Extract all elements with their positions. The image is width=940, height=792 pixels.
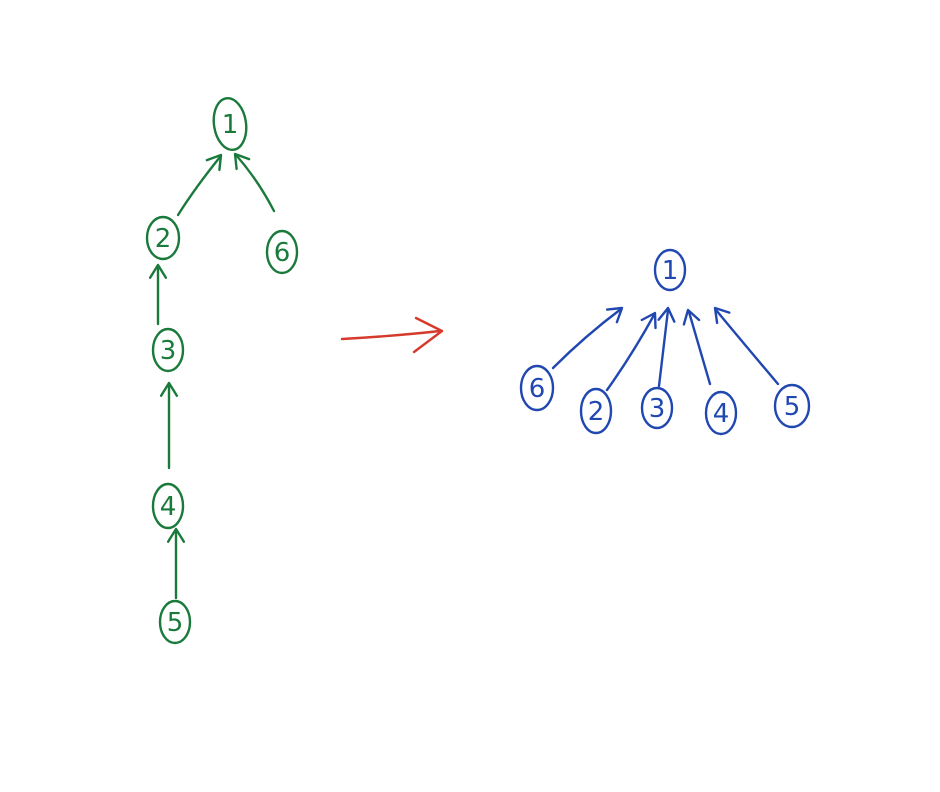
node-label: 3 — [649, 394, 666, 424]
node-4: 4 — [704, 390, 738, 436]
arrowhead-m5-to-m1 — [713, 306, 731, 325]
node-3: 3 — [640, 386, 674, 430]
node-circle — [519, 364, 555, 412]
node-circle — [151, 327, 185, 373]
node-label: 4 — [160, 492, 177, 522]
node-circle — [653, 248, 687, 292]
node-1: 1 — [653, 248, 687, 292]
node-label: 6 — [274, 238, 291, 268]
node-circle — [640, 386, 674, 430]
node-label: 1 — [662, 256, 679, 286]
node-circle — [145, 215, 181, 261]
node-circle — [158, 599, 192, 645]
node-label: 2 — [155, 224, 172, 254]
node-2: 2 — [579, 387, 613, 435]
transition-arrow-shaft — [340, 329, 442, 341]
arrowhead-n2-to-n1 — [205, 153, 223, 172]
edge-m2-to-m1 — [605, 313, 656, 392]
node-circle — [773, 383, 811, 429]
arrowhead-m4-to-m1 — [682, 308, 701, 326]
node-label: 2 — [588, 397, 605, 427]
node-5: 5 — [158, 599, 192, 645]
after-tree: 1 6 2 3 4 5 — [519, 248, 811, 436]
node-label: 6 — [529, 374, 546, 404]
edge-m3-to-m1 — [657, 308, 670, 388]
node-circle — [265, 229, 299, 275]
before-tree: 1 2 3 4 5 6 — [145, 96, 299, 645]
edge-n2-to-n1 — [176, 155, 222, 217]
node-3: 3 — [151, 327, 185, 373]
arrowhead-m3-to-m1 — [657, 306, 676, 323]
node-2: 2 — [145, 215, 181, 261]
node-6: 6 — [265, 229, 299, 275]
arrowhead-n4-to-n3 — [159, 381, 179, 397]
transition-arrow — [340, 316, 444, 354]
node-label: 4 — [713, 399, 730, 429]
node-4: 4 — [151, 482, 185, 530]
edge-n6-to-n1 — [234, 153, 276, 213]
node-circle — [704, 390, 738, 436]
edge-m4-to-m1 — [687, 310, 712, 386]
node-label: 5 — [167, 608, 184, 638]
arrowhead-m2-to-m1 — [640, 311, 657, 330]
arrowhead-n5-to-n4 — [166, 527, 186, 543]
arrowhead-m6-to-m1 — [605, 306, 624, 324]
edge-m5-to-m1 — [714, 308, 780, 386]
node-5: 5 — [773, 383, 811, 429]
arrowhead-n6-to-n1 — [233, 152, 251, 171]
transition-arrow-head — [412, 316, 444, 354]
node-1: 1 — [212, 96, 248, 152]
node-label: 1 — [222, 110, 239, 140]
node-circle — [579, 387, 613, 435]
arrowhead-n3-to-n2 — [148, 263, 168, 279]
edge-m6-to-m1 — [551, 307, 623, 370]
node-circle — [151, 482, 185, 530]
node-label: 3 — [160, 336, 177, 366]
node-6: 6 — [519, 364, 555, 412]
node-label: 5 — [784, 392, 801, 422]
node-circle — [212, 96, 248, 152]
